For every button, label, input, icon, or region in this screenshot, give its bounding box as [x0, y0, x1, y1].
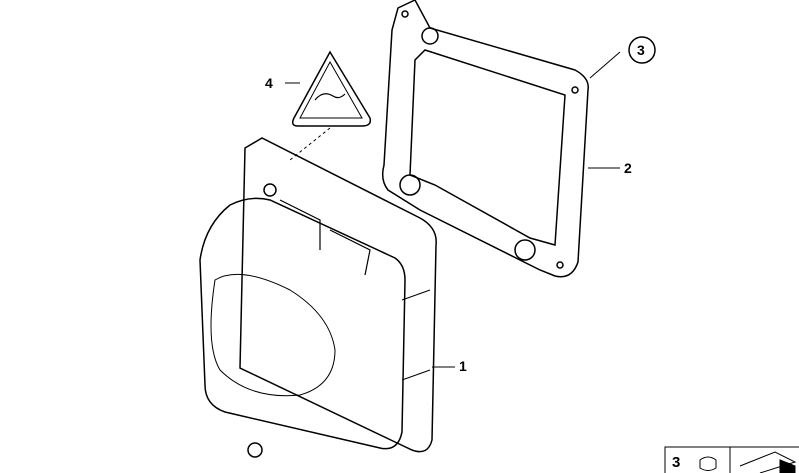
material-icon [739, 451, 797, 473]
callout-circle-3 [628, 36, 656, 64]
legend-box [664, 446, 799, 473]
bracket-frame [381, 0, 589, 278]
control-unit [199, 137, 437, 458]
callout-4: 4 [265, 75, 273, 91]
callout-1: 1 [459, 358, 467, 374]
nut-icon [699, 456, 717, 471]
callout-3: 3 [637, 42, 645, 58]
legend-number: 3 [672, 454, 681, 471]
callout-2: 2 [624, 160, 632, 176]
warning-label [291, 50, 372, 127]
leader-lines [285, 51, 621, 368]
